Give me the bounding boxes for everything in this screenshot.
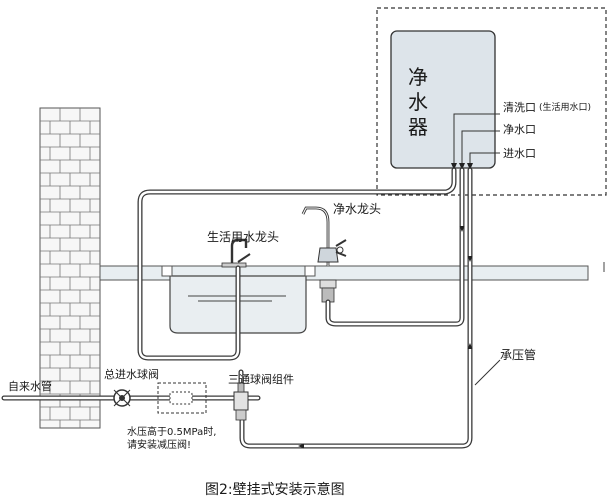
sink-rim-left xyxy=(161,265,173,277)
port-arrow-3 xyxy=(467,163,473,170)
main-ball-valve xyxy=(113,389,131,407)
three-way-valve xyxy=(233,382,249,421)
flow-arrow xyxy=(298,443,304,449)
pipe-inlet-inner xyxy=(240,168,472,448)
brick-wall xyxy=(39,107,101,429)
port-clean-leader xyxy=(453,113,500,168)
purifier-name-3: 器 xyxy=(408,115,428,139)
pressure-reducer-valve xyxy=(169,391,193,405)
life-faucet xyxy=(221,238,251,268)
pressure-reducer-box xyxy=(157,382,207,414)
three-way-label: 三通球阀组件 xyxy=(228,372,294,386)
figure-caption: 图2:壁挂式安装示意图 xyxy=(205,481,345,498)
port-pure-label: 净水口 xyxy=(503,122,536,136)
pipe-clean-loop-inner xyxy=(138,168,456,360)
pressure-pipe-label: 承压管 xyxy=(500,347,536,362)
purifier-enclosure xyxy=(376,7,607,196)
port-arrow-1 xyxy=(451,163,457,170)
pure-faucet-label: 净水龙头 xyxy=(333,202,381,216)
warning-line-1: 水压高于0.5MPa时, xyxy=(127,425,216,438)
tap-pipe-label: 自来水管 xyxy=(8,379,52,393)
port-pure-leader xyxy=(461,130,500,168)
life-faucet-label: 生活用水龙头 xyxy=(207,230,279,244)
pressure-pipe-leader xyxy=(474,359,501,386)
pure-faucet xyxy=(301,206,347,303)
port-arrow-2 xyxy=(459,163,465,170)
flow-arrow xyxy=(467,343,473,349)
purifier-name-2: 水 xyxy=(408,90,428,114)
flow-arrow xyxy=(467,256,473,262)
warning-line-2: 请安装减压阀! xyxy=(127,438,191,451)
flow-arrow xyxy=(459,226,465,232)
pipe-network xyxy=(1,167,473,449)
purifier-body xyxy=(390,30,496,169)
wall-outline xyxy=(39,107,101,429)
sink-rim-right xyxy=(304,265,316,277)
main-valve-label: 总进水球阀 xyxy=(104,367,159,381)
port-clean-label: 清洗口 xyxy=(503,101,536,114)
port-clean-note: (生活用水口) xyxy=(539,101,591,113)
port-inlet-label: 进水口 xyxy=(503,147,536,160)
purifier-name-1: 净 xyxy=(408,65,428,89)
pipe-pure-inner xyxy=(326,168,464,326)
